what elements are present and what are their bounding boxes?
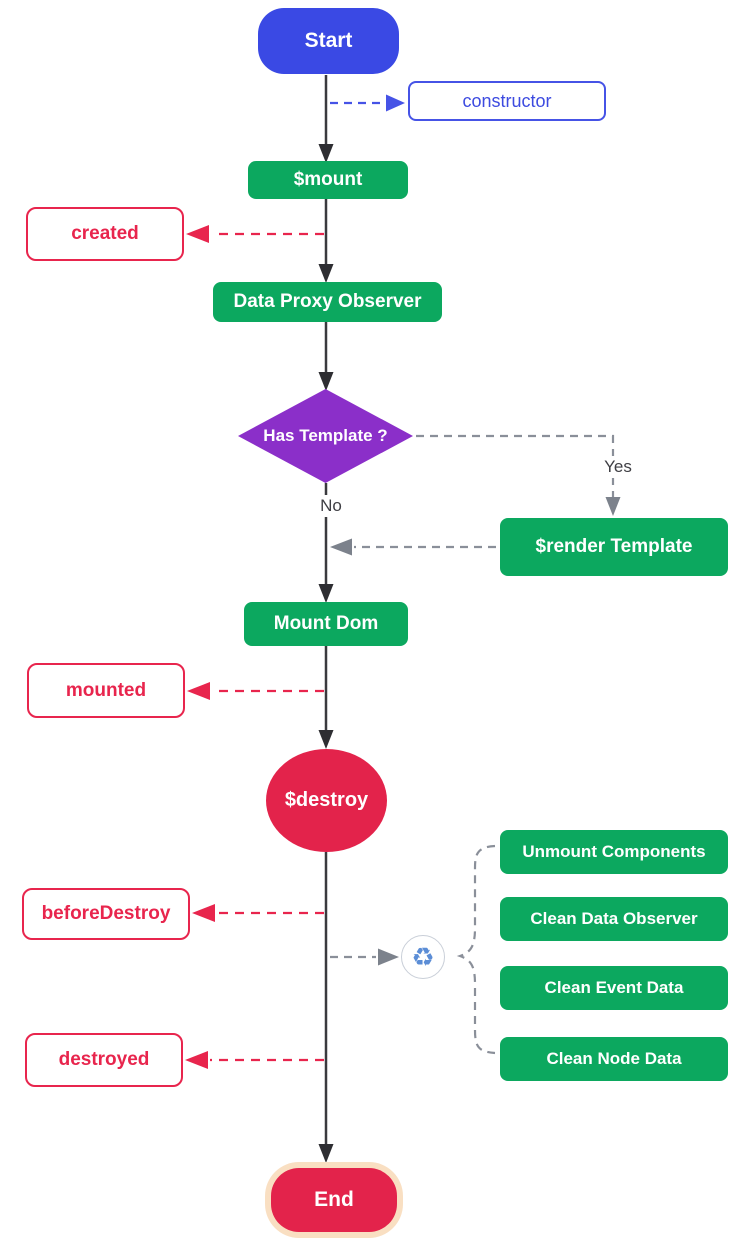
clean-event-data-node: Clean Event Data [500, 966, 728, 1010]
yes-edge-label: Yes [594, 456, 642, 478]
end-node: End [265, 1162, 403, 1238]
recycle-glyph: ♻ [411, 942, 435, 972]
clean-data-observer-node: Clean Data Observer [500, 897, 728, 941]
edge-hook-arrowheads [185, 225, 215, 1069]
before-destroy-hook-node: beforeDestroy [22, 888, 190, 940]
created-hook-node: created [26, 207, 184, 261]
edge-render-merge [330, 538, 496, 556]
cleanup-brace [456, 844, 496, 1055]
edge-constructor [330, 94, 405, 112]
destroy-node: $destroy [266, 749, 387, 852]
edge-recycle [330, 948, 399, 966]
destroyed-hook-node: destroyed [25, 1033, 183, 1087]
start-node: Start [258, 8, 399, 74]
mount-node: $mount [248, 161, 408, 199]
data-proxy-observer-node: Data Proxy Observer [213, 282, 442, 322]
render-template-node: $render Template [500, 518, 728, 576]
recycle-icon: ♻ [401, 935, 445, 979]
no-edge-label: No [306, 495, 356, 517]
edge-yes-branch [416, 434, 621, 516]
unmount-components-node: Unmount Components [500, 830, 728, 874]
constructor-hook-node: constructor [408, 81, 606, 121]
main-flow-arrowheads [318, 144, 334, 1163]
edge-hooks [210, 232, 324, 1062]
end-node-label: End [271, 1168, 397, 1232]
clean-node-data-node: Clean Node Data [500, 1037, 728, 1081]
mounted-hook-node: mounted [27, 663, 185, 718]
mount-dom-node: Mount Dom [244, 602, 408, 646]
